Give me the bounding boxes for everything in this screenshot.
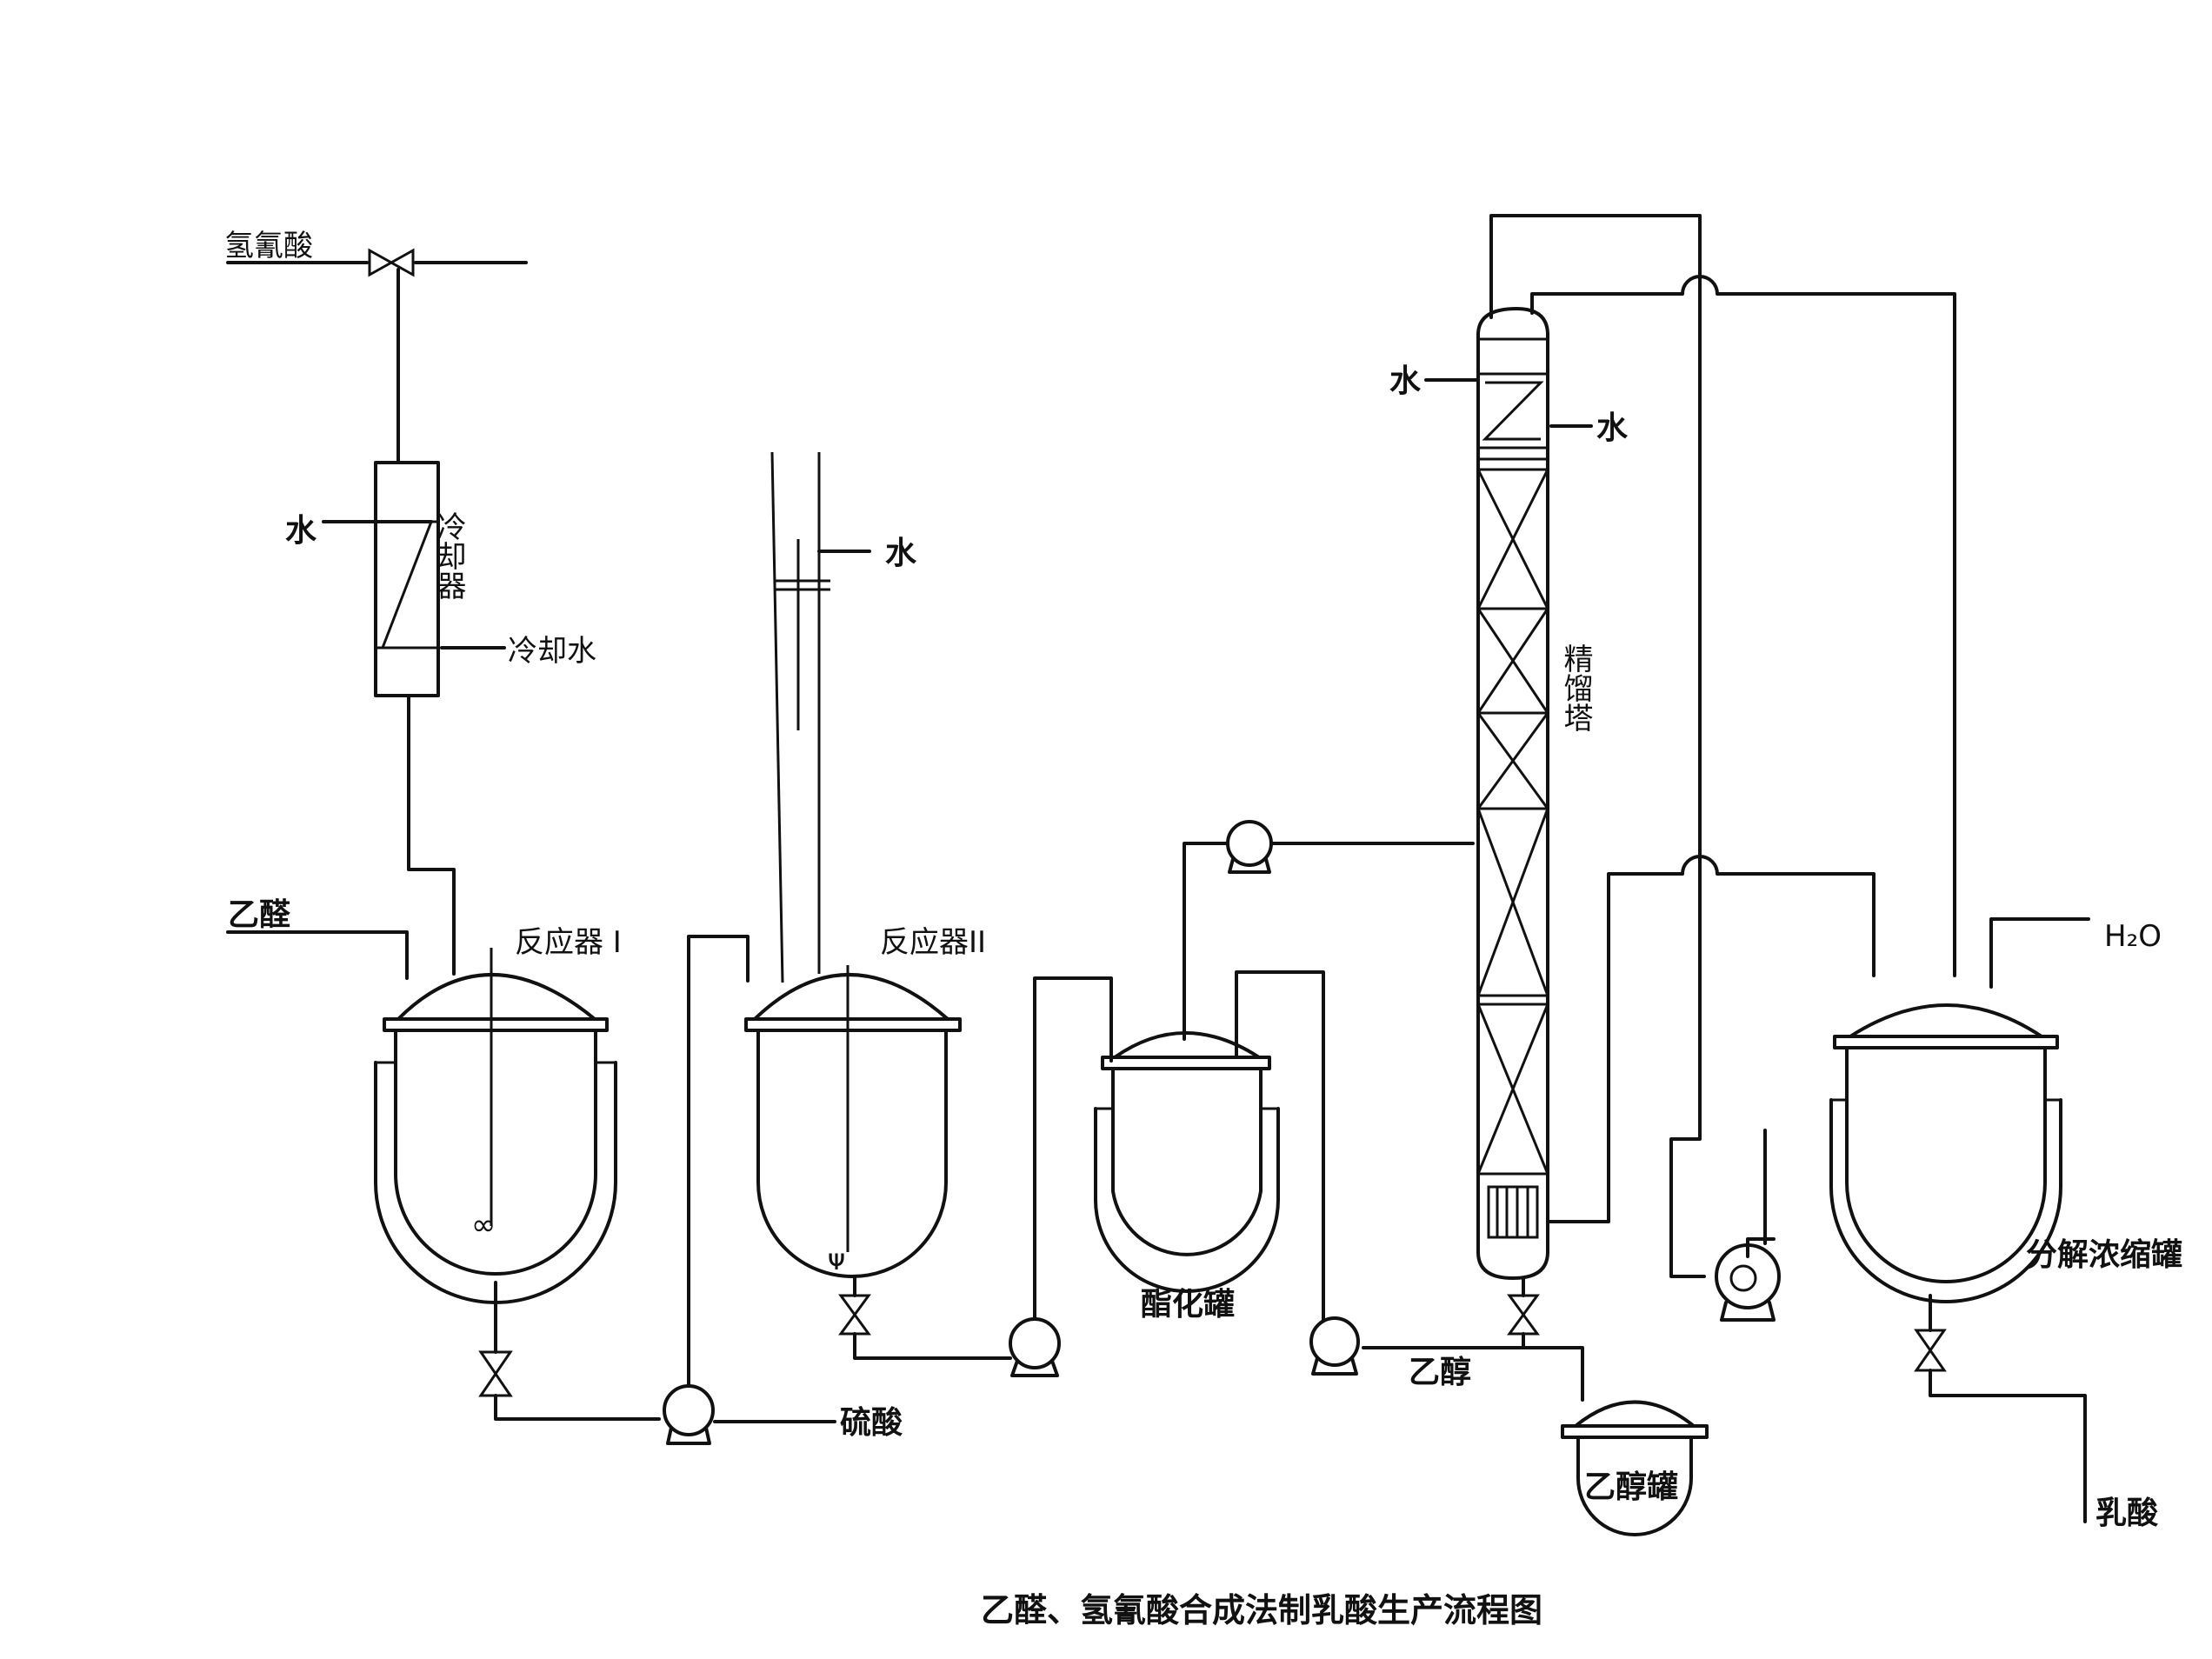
label-distillation-tower: 精馏塔 [1558,643,1593,732]
label-water-reactor2: 水 [885,536,917,571]
label-acetaldehyde: 乙醛 [228,897,290,933]
pump1-to-reactor2 [687,935,750,1388]
valve-icon [1507,1294,1540,1336]
acetaldehyde-feed [226,930,409,980]
valve-icon [368,248,415,277]
reactor1-to-pump1 [494,1394,661,1421]
reactor2-to-pump2 [853,1332,1012,1360]
agitator-icon: ᴪ [828,1243,845,1277]
packing-section [1476,468,1549,1176]
esterification-return [1235,970,1325,1323]
lactic-acid-out [1929,1369,2087,1523]
reboiler [1487,1185,1539,1239]
pump-icon [1009,1317,1061,1377]
label-reactor2: 反应器II [880,925,986,960]
label-ethanol-tank: 乙醇罐 [1584,1469,1678,1505]
distillation-tower [1476,307,1549,1349]
agitator-icon: ∞ [471,1208,496,1243]
tower-bottom-to-decomposition [1546,855,1876,1223]
label-water-cooler: 水 [285,513,317,549]
label-reactor1: 反应器 I [515,925,622,960]
label-sulfuric-acid: 硫酸 [840,1405,903,1441]
label-decomposition-tank: 分解浓缩罐 [2026,1237,2182,1273]
valve-icon [1914,1329,1947,1372]
pump-icon [663,1384,715,1445]
esterification-tank [1094,1031,1280,1293]
reactor1: ∞ [374,948,617,1397]
cooler [374,461,440,697]
label-h2o: H₂O [2104,919,2162,954]
label-lactic-acid: 乳酸 [2095,1496,2158,1531]
diagram-caption: 乙醛、氢氰酸合成法制乳酸生产流程图 [981,1591,1542,1629]
label-hcn: 氢氰酸 [224,229,313,263]
decomposition-tank [1829,1003,2062,1372]
label-cooler: 冷却器 [431,511,466,600]
label-water-tower-left: 水 [1389,363,1422,399]
hcn-feed-line [226,248,528,463]
label-esterification-tank: 酯化罐 [1141,1287,1235,1323]
tower-to-decomposition [1530,275,1956,977]
tower-top-vapor [1489,214,1706,1278]
ethanol-tank [1522,1346,1709,1536]
cooler-to-reactor1 [407,694,456,976]
esterification-to-pump3 [1183,842,1229,1041]
reactor2: ᴪ [744,451,962,1336]
valve-icon [478,1350,513,1397]
valve-icon [838,1294,871,1336]
pump-icon [1226,820,1273,874]
pump2-to-esterification [1033,976,1113,1321]
label-ethanol: 乙醇 [1409,1355,1471,1390]
blower-icon [1715,1129,1781,1322]
h2o-feed [1989,917,2090,989]
pump-icon [1309,1316,1360,1376]
label-water-tower-right: 水 [1596,410,1629,446]
label-cooling-water: 冷却水 [508,634,596,669]
